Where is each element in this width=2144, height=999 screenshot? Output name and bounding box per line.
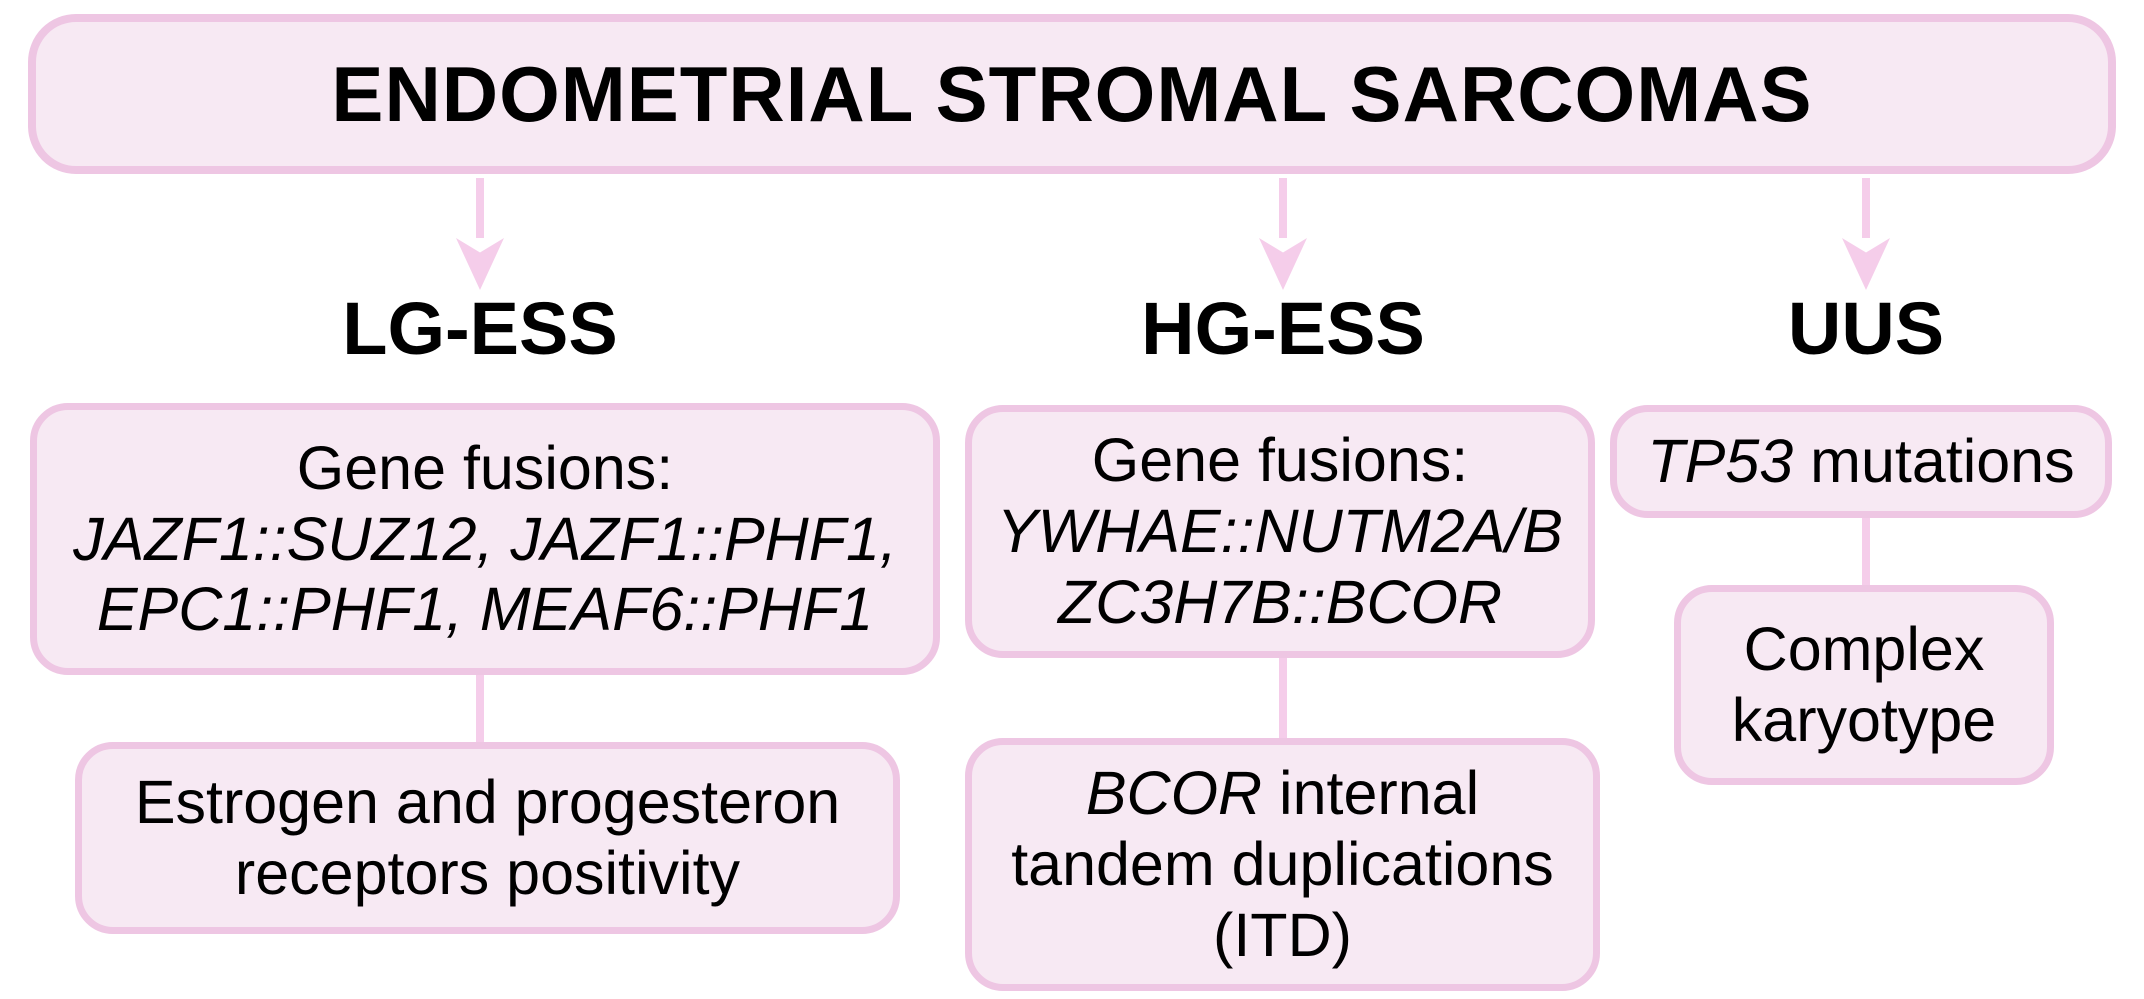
box-text-line: EPC1::PHF1, MEAF6::PHF1 (97, 574, 873, 645)
plain-text: Estrogen and progesteron (134, 768, 841, 837)
plain-text: receptors positivity (234, 839, 741, 907)
box-text-line: Gene fusions: (1092, 425, 1468, 496)
box-text-line: BCOR internal (1086, 758, 1479, 829)
plain-text: tandem duplications (1011, 830, 1554, 899)
down-arrow-lg-ess (456, 178, 504, 290)
box-text-line: JAZF1::SUZ12, JAZF1::PHF1, (73, 504, 897, 575)
column-header-hg-ess: HG-ESS (1141, 287, 1425, 370)
arrow-stem (1279, 178, 1287, 238)
box-text-line: receptors positivity (235, 838, 740, 909)
plain-text: Gene fusions: (296, 433, 674, 502)
connector-lg-ess (476, 668, 484, 748)
box-text-line: karyotype (1732, 685, 1996, 756)
box-text-line: Complex (1744, 614, 1985, 685)
gene-name-text: YWHAE::NUTM2A/B (996, 497, 1563, 566)
column-header-lg-ess: LG-ESS (342, 287, 618, 370)
plain-text: Complex (1743, 615, 1985, 684)
arrow-stem (476, 178, 484, 238)
connector-hg-ess (1279, 650, 1287, 745)
plain-text: mutations (1793, 427, 2075, 496)
box-text-line: ZC3H7B::BCOR (1058, 567, 1502, 638)
box-text-line: Gene fusions: (297, 433, 673, 504)
box-text-line: TP53 mutations (1647, 426, 2074, 497)
lg-ess-gene-fusions-box: Gene fusions:JAZF1::SUZ12, JAZF1::PHF1,E… (30, 403, 940, 675)
gene-name-text: ZC3H7B::BCOR (1057, 567, 1503, 636)
plain-text: (ITD) (1213, 900, 1352, 969)
arrow-head-icon (1842, 238, 1890, 290)
down-arrow-hg-ess (1259, 178, 1307, 290)
connector-uus (1862, 512, 1870, 590)
arrow-head-icon (456, 238, 504, 290)
column-header-uus: UUS (1787, 287, 1945, 370)
gene-name-text: TP53 (1647, 427, 1794, 496)
box-text-line: YWHAE::NUTM2A/B (997, 496, 1563, 567)
arrow-head-icon (1259, 238, 1307, 290)
plain-text: Gene fusions: (1091, 426, 1469, 495)
plain-text: karyotype (1731, 686, 1997, 754)
box-text-line: (ITD) (1213, 900, 1352, 971)
title-box: ENDOMETRIAL STROMAL SARCOMAS (28, 14, 2116, 174)
gene-name-text: EPC1::PHF1, MEAF6::PHF1 (96, 575, 874, 644)
box-text-line: tandem duplications (1011, 829, 1554, 900)
box-text-line: Estrogen and progesteron (135, 767, 840, 838)
arrow-stem (1862, 178, 1870, 238)
uus-tp53-box: TP53 mutations (1610, 405, 2112, 518)
plain-text: internal (1262, 759, 1480, 828)
diagram-title: ENDOMETRIAL STROMAL SARCOMAS (331, 49, 1813, 138)
down-arrow-uus (1842, 178, 1890, 290)
gene-name-text: BCOR (1085, 759, 1263, 828)
gene-name-text: JAZF1::SUZ12, JAZF1::PHF1, (73, 504, 897, 573)
